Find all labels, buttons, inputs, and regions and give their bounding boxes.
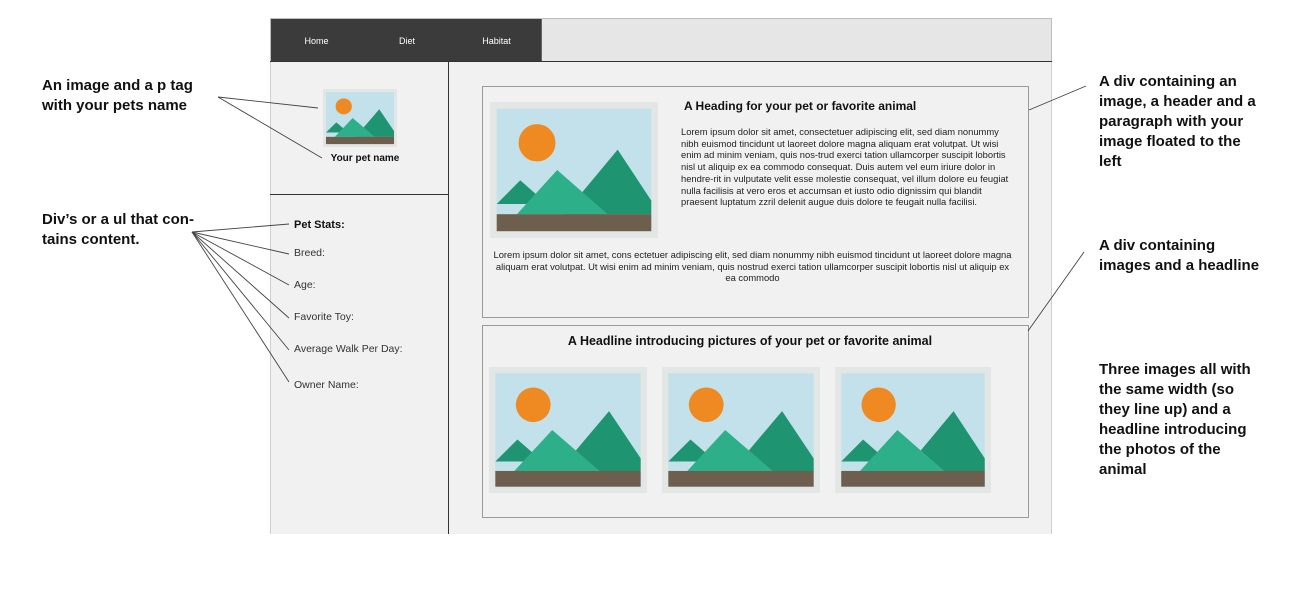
gallery-landscape-image-3-icon (835, 367, 991, 493)
stat-owner-name: Owner Name: (294, 379, 359, 391)
stat-breed: Breed: (294, 247, 325, 259)
section2-heading: A Headline introducing pictures of your … (567, 334, 933, 348)
floated-landscape-image-icon (490, 102, 658, 238)
pet-stats-title: Pet Stats: (294, 219, 345, 231)
gallery-landscape-image-1-icon (489, 367, 647, 493)
sidebar (270, 62, 449, 534)
section1-heading: A Heading for your pet or favorite anima… (684, 99, 917, 113)
stat-age: Age: (294, 279, 316, 291)
gallery-landscape-image-2-icon (662, 367, 820, 493)
note-divs-ul: Div’s or a ul that con-tains content. (42, 211, 194, 248)
section1-paragraph-wrapped: Lorem ipsum dolor sit amet, consectetuer… (681, 126, 1009, 208)
pet-name: Your pet name (330, 153, 400, 164)
sidebar-divider (270, 194, 449, 195)
nav-diet-button[interactable]: Diet (362, 19, 453, 62)
section1-paragraph-full: Lorem ipsum dolor sit amet, cons ectetue… (493, 249, 1012, 284)
nav-home-button[interactable]: Home (271, 19, 363, 62)
nav-habitat-button[interactable]: Habitat (452, 19, 542, 62)
nav-bar: Home Diet Habitat (270, 18, 1052, 62)
stat-favorite-toy: Favorite Toy: (294, 311, 354, 323)
stat-average-walk: Average Walk Per Day: (294, 343, 403, 355)
nav-divider (270, 61, 1052, 62)
pet-image-icon (323, 89, 397, 147)
